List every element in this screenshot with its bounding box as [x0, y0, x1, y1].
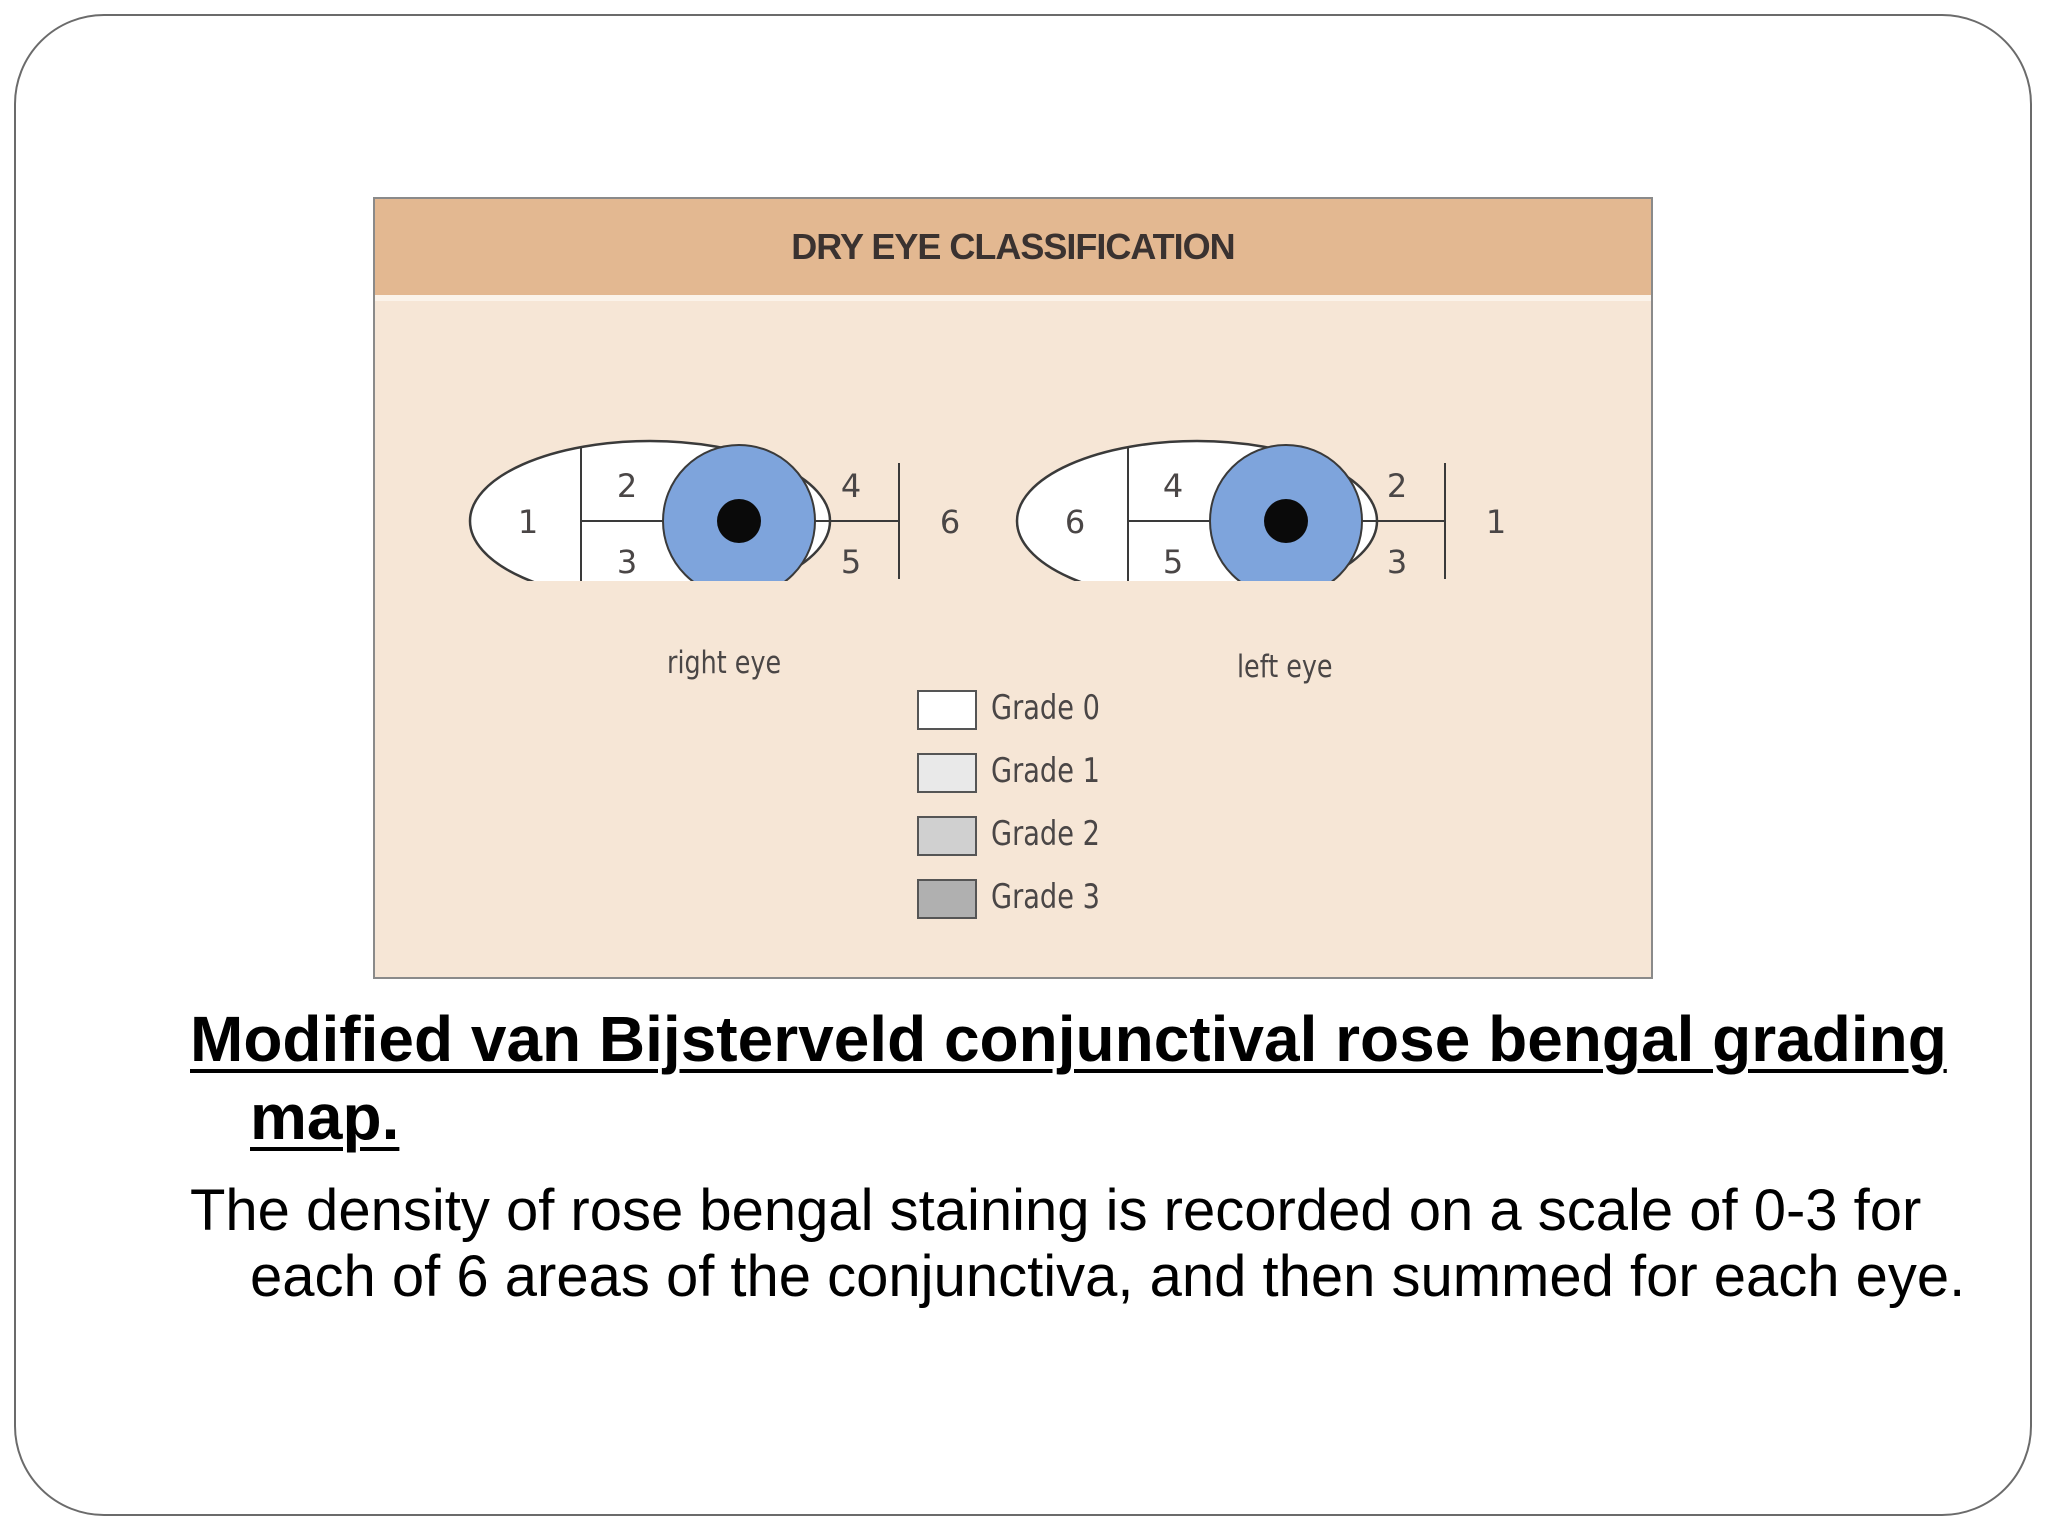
- figure-title: DRY EYE CLASSIFICATION: [791, 226, 1235, 267]
- left-eye-label: left eye: [1237, 649, 1333, 685]
- right-eye-zone-3: 3: [617, 543, 637, 581]
- legend-swatch: [917, 753, 977, 793]
- right-eye-zone-4: 4: [841, 467, 861, 505]
- right-eye-diagram: 1 2 3 4 5 6: [468, 439, 960, 581]
- legend-label: Grade 1: [991, 751, 1100, 791]
- legend-label: Grade 0: [991, 688, 1100, 728]
- left-eye-zone-1: 1: [1486, 503, 1506, 541]
- right-eye-zone-5: 5: [841, 543, 861, 581]
- right-eye-label: right eye: [667, 645, 782, 681]
- right-eye-pupil: [717, 499, 761, 543]
- left-eye-zone-4: 4: [1163, 467, 1183, 505]
- left-eye-zone-2: 2: [1387, 467, 1407, 505]
- left-eye-diagram: 6 4 5 2 3 1: [1015, 439, 1506, 581]
- caption-body: The density of rose bengal staining is r…: [190, 1178, 1966, 1309]
- right-eye-zone-1: 1: [518, 503, 538, 541]
- left-eye-zone-3: 3: [1387, 543, 1407, 581]
- right-eye-zone-6: 6: [940, 503, 960, 541]
- legend-swatch: [917, 879, 977, 919]
- legend-label: Grade 3: [991, 877, 1100, 917]
- left-eye-zone-6: 6: [1065, 503, 1085, 541]
- caption-title: Modified van Bijsterveld conjunctival ro…: [190, 1003, 1947, 1153]
- right-eye-zone-2: 2: [617, 467, 637, 505]
- dry-eye-figure: DRY EYE CLASSIFICATION 1 2 3 4 5 6 6 4: [373, 197, 1653, 979]
- legend-swatch: [917, 816, 977, 856]
- left-eye-pupil: [1264, 499, 1308, 543]
- eye-diagram: 1 2 3 4 5 6 6 4 5 2 3 1: [468, 439, 1506, 581]
- legend-label: Grade 2: [991, 814, 1100, 854]
- figure-header: [375, 199, 1651, 301]
- legend-swatch: [917, 690, 977, 730]
- left-eye-zone-5: 5: [1163, 543, 1183, 581]
